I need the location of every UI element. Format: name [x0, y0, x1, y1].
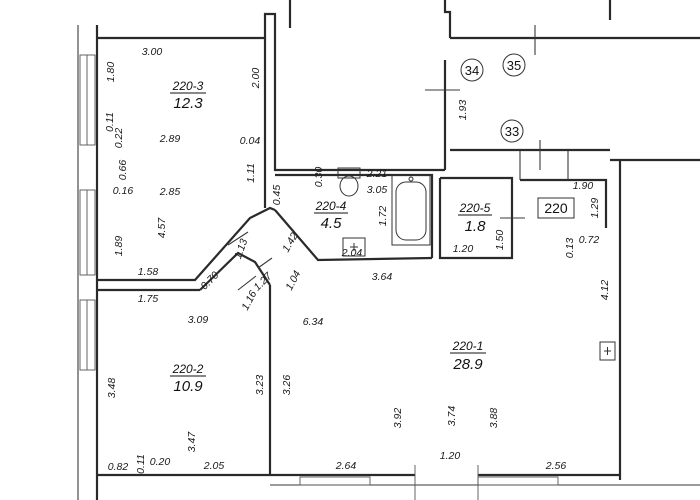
dim-label: 1.58 — [138, 266, 159, 278]
room-labels: 220-3 12.3 220-2 10.9 220-4 4.5 220-5 1.… — [170, 79, 492, 395]
dim-label: 1.27 — [251, 270, 275, 294]
dim-label: 3.26 — [281, 375, 293, 396]
riser-icon — [599, 341, 616, 361]
dim-label: 0.66 — [117, 160, 129, 181]
corridor-wall-upper-left — [97, 206, 276, 282]
dim-label: 3.09 — [188, 314, 209, 326]
dim-label: 1.42 — [280, 231, 301, 255]
marker-35: 35 — [507, 58, 521, 73]
room-220-1-id: 220-1 — [452, 339, 484, 353]
dim-label: 0.22 — [113, 128, 125, 149]
dim-label: 3.74 — [446, 406, 458, 427]
bathtub-icon — [391, 174, 431, 246]
dim-label: 4.57 — [156, 217, 168, 239]
apartment-box — [537, 197, 575, 219]
room-220-5-id: 220-5 — [459, 201, 491, 215]
dim-label: 3.23 — [254, 375, 266, 396]
dim-label: 2.56 — [545, 460, 567, 472]
dim-label: 0.20 — [150, 456, 171, 468]
dim-label: 1.80 — [105, 62, 117, 83]
room-220-5-area: 1.8 — [465, 218, 487, 235]
dim-label: 6.34 — [303, 316, 324, 328]
room-220-4-area: 4.5 — [321, 215, 343, 232]
window-220-3-upper — [79, 54, 96, 146]
dim-label: 2.89 — [159, 133, 181, 145]
dim-label: 1.90 — [573, 180, 594, 192]
dim-label: 3.92 — [392, 408, 404, 429]
dim-label: 3.48 — [106, 378, 118, 399]
window-220-3-lower — [79, 189, 96, 276]
dim-label: 0.72 — [579, 234, 600, 246]
dim-label: 4.12 — [599, 280, 611, 301]
window-220-2 — [79, 299, 96, 371]
bathroom-walls — [275, 173, 434, 258]
marker-33: 33 — [505, 124, 519, 139]
dim-label: 3.00 — [142, 46, 163, 58]
room-220-2-id: 220-2 — [172, 362, 204, 376]
room-220-3-area: 12.3 — [173, 95, 203, 112]
dim-label: 0.04 — [240, 135, 261, 147]
dim-label: 0.45 — [271, 185, 283, 206]
stair-block-bottom — [273, 38, 445, 172]
dim-label: 1.50 — [494, 230, 506, 251]
door-ticks — [227, 25, 569, 291]
dim-label: 1.20 — [453, 243, 474, 255]
windows — [79, 54, 559, 500]
corridor-wall-lower — [199, 251, 271, 291]
dim-label: 2.04 — [341, 247, 363, 259]
dim-label: 2.64 — [335, 460, 357, 472]
dim-label: 3.64 — [372, 271, 393, 283]
dim-label: 1.93 — [457, 100, 469, 121]
room-220-2-area: 10.9 — [173, 378, 203, 395]
corridor-wall-upper-right — [274, 209, 433, 262]
dim-label: 1.04 — [283, 269, 303, 293]
dim-label: 0.82 — [108, 461, 129, 473]
room-220-5-walls — [438, 176, 514, 260]
marker-circle-35 — [502, 53, 526, 77]
dim-label: 3.05 — [367, 184, 388, 196]
fixtures — [337, 167, 616, 361]
walls — [77, 0, 700, 500]
dim-label: 1.72 — [377, 206, 389, 227]
dim-label: 3.47 — [186, 431, 198, 453]
marker-circle-33 — [500, 119, 524, 143]
room-220-4-id: 220-4 — [315, 199, 347, 213]
dim-label: 1.89 — [113, 236, 125, 257]
marker-34: 34 — [465, 63, 479, 78]
dim-label: 2.00 — [250, 68, 262, 90]
entrance-wall — [520, 178, 608, 228]
toilet-icon — [337, 167, 361, 197]
top-wall-220-3 — [97, 12, 277, 40]
marker-circle-34 — [460, 58, 484, 82]
dim-label: 1.16 — [239, 289, 259, 313]
dim-label: 2.05 — [203, 460, 225, 472]
apartment-number: 220 — [544, 200, 568, 216]
dim-label: 1.29 — [589, 198, 601, 219]
dim-label: 2.21 — [366, 168, 387, 180]
markers: 34 35 33 220 — [460, 53, 575, 219]
sink-icon — [342, 237, 366, 257]
dim-label: 2.85 — [159, 186, 181, 198]
dim-label: 0.16 — [113, 185, 134, 197]
room-220-1-area: 28.9 — [452, 356, 483, 373]
dim-label: 0.13 — [564, 238, 576, 259]
dim-label: 0.11 — [135, 454, 147, 474]
dim-label: 0.30 — [313, 167, 325, 188]
dim-label: 0.11 — [104, 112, 116, 132]
window-220-1-right — [477, 476, 559, 486]
landing-wall-top — [443, 0, 452, 38]
dim-label: 1.75 — [138, 293, 159, 305]
dim-label: 3.88 — [488, 408, 500, 429]
dim-label: 1.20 — [440, 450, 461, 462]
dim-label: 1.11 — [245, 163, 257, 183]
room-220-3-id: 220-3 — [172, 79, 204, 93]
window-220-1-left — [299, 476, 371, 486]
